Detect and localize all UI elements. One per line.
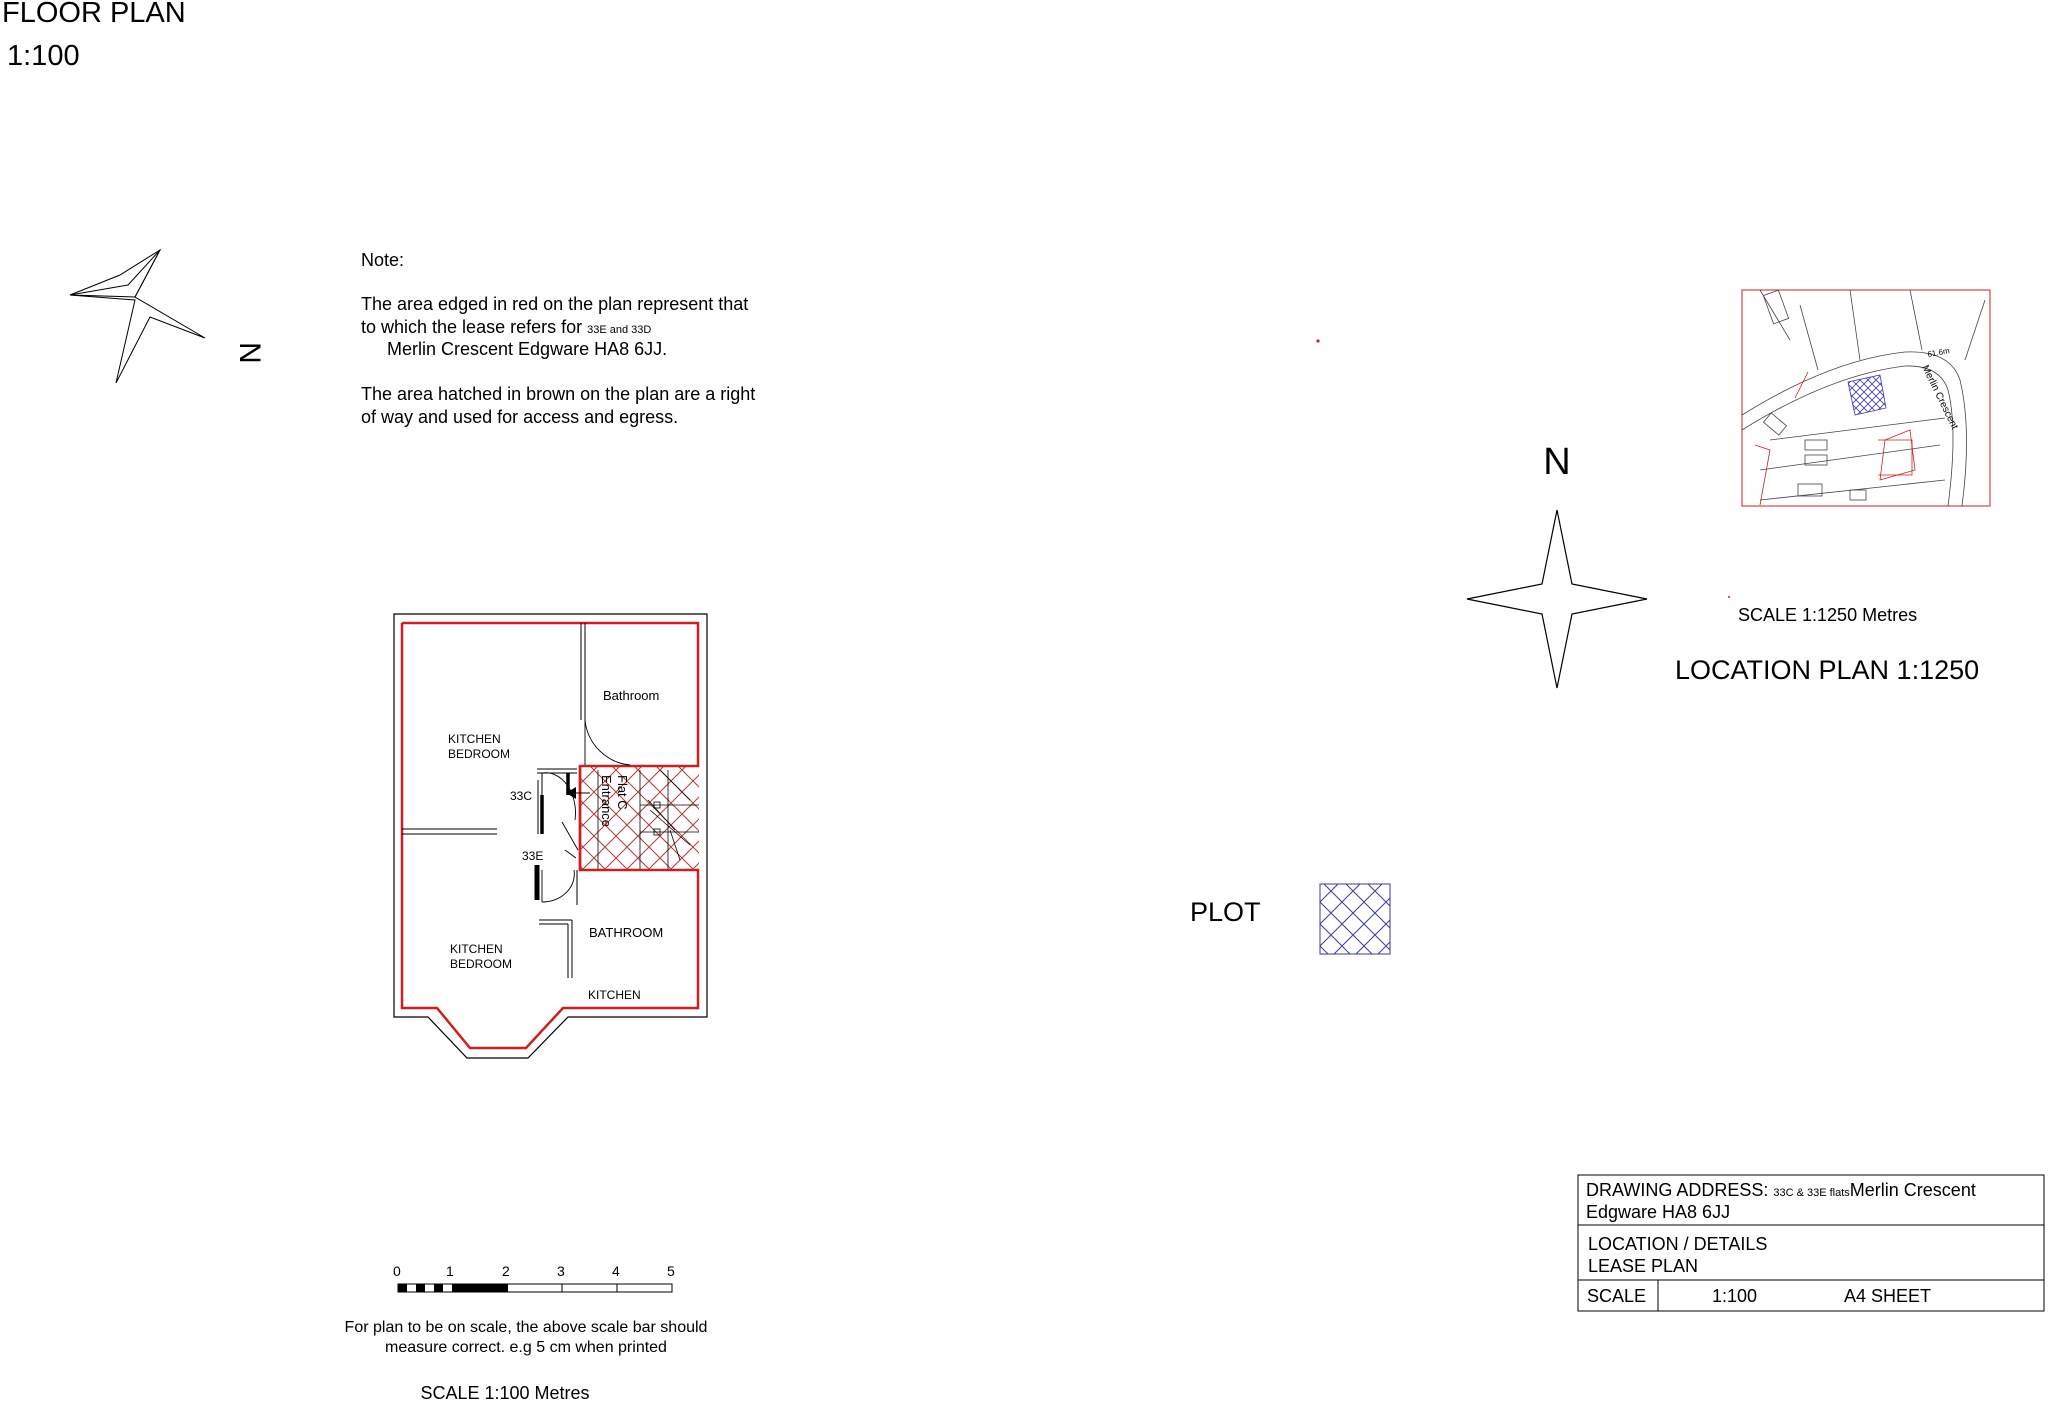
north-arrow-icon [69, 248, 206, 384]
lease-note: Note: The area edged in red on the plan … [361, 250, 755, 427]
scale-note-line-1: For plan to be on scale, the above scale… [345, 1319, 708, 1336]
note-heading: Note: [361, 250, 404, 270]
internal-walls [402, 623, 586, 978]
entrance-label-line-1: Flat C [615, 775, 630, 810]
title-block: DRAWING ADDRESS: 33C & 33E flatsMerlin C… [1577, 1174, 2045, 1312]
room-label-bathroom-lower: BATHROOM [589, 925, 663, 940]
room-label-bedroom-lower: BEDROOM [450, 957, 512, 971]
marker-dot [1316, 339, 1320, 343]
location-plan-title: LOCATION PLAN 1:1250 [1675, 655, 1979, 685]
compass-star-icon [1466, 509, 1648, 689]
room-label-kitchen-lower: KITCHEN [450, 942, 503, 956]
north-label: N [1543, 441, 1570, 483]
room-label-bedroom-upper: BEDROOM [448, 747, 510, 761]
page-scale: 1:100 [7, 40, 80, 72]
marker-dot-small [1728, 596, 1730, 598]
scale-tick-0: 0 [393, 1263, 401, 1279]
note-line-5: of way and used for access and egress. [361, 407, 678, 427]
plot-label: PLOT [1190, 897, 1261, 927]
location-spot-height: 61.6m [1927, 346, 1951, 359]
lease-plan-label: LEASE PLAN [1588, 1256, 1698, 1276]
note-line-1: The area edged in red on the plan repres… [361, 294, 748, 314]
right-of-way-stair-area [580, 767, 699, 870]
scale-tick-5: 5 [667, 1263, 675, 1279]
scale-tick-4: 4 [612, 1263, 620, 1279]
sheet-size: A4 SHEET [1844, 1286, 1931, 1306]
door-swings [541, 719, 631, 903]
plot-hatch-swatch [1319, 883, 1391, 955]
lease-edge-left [400, 623, 700, 1050]
entrance-label: Flat C Entrance [599, 775, 630, 827]
scale-tick-2: 2 [502, 1263, 510, 1279]
staircase [597, 769, 699, 870]
north-label-rotated: N [233, 342, 266, 364]
drawing-address-flats: 33C & 33E flats [1773, 1187, 1850, 1199]
note-line-2-flats: 33E and 33D [587, 324, 651, 336]
note-line-4: The area hatched in brown on the plan ar… [361, 384, 755, 404]
location-map: 61.6m Merlin Crescent [1741, 289, 1991, 507]
entrance-arrow-icon [566, 787, 590, 799]
scale-note-line-2: measure correct. e.g 5 cm when printed [385, 1339, 667, 1356]
note-line-2-main: to which the lease refers for [361, 317, 587, 337]
room-label-kitchen-upper: KITCHEN [448, 732, 501, 746]
room-label-bathroom-upper: Bathroom [603, 688, 659, 703]
scale-bar: 0 1 2 3 4 5 [393, 1263, 675, 1293]
location-details-label: LOCATION / DETAILS [1588, 1234, 1767, 1254]
location-scale-label: SCALE 1:1250 Metres [1738, 605, 1917, 625]
room-label-kitchen: KITCHEN [588, 988, 641, 1002]
title-scale-label: SCALE [1587, 1286, 1646, 1306]
flat-label-33c: 33C [510, 789, 532, 803]
location-plot-hatch [1847, 374, 1887, 416]
scale-tick-3: 3 [557, 1263, 565, 1279]
title-scale-value: 1:100 [1712, 1286, 1757, 1306]
entrance-label-line-2: Entrance [599, 775, 614, 827]
page-title: FLOOR PLAN [2, 0, 186, 29]
drawing-address-street: Merlin Crescent [1850, 1180, 1976, 1200]
floor-plan: Bathroom KITCHEN BEDROOM 33C 33E Flat C … [393, 613, 708, 1059]
outer-wall [393, 613, 708, 1059]
floor-plan-scale-label: SCALE 1:100 Metres [420, 1383, 589, 1402]
flat-label-33e: 33E [522, 849, 543, 863]
note-line-3: Merlin Crescent Edgware HA8 6JJ. [387, 339, 667, 359]
scale-tick-1: 1 [446, 1263, 454, 1279]
drawing-address: DRAWING ADDRESS: 33C & 33E flatsMerlin C… [1586, 1180, 1976, 1200]
note-line-2: to which the lease refers for 33E and 33… [361, 317, 651, 337]
drawing-address-line-2: Edgware HA8 6JJ [1586, 1202, 1730, 1222]
drawing-address-label: DRAWING ADDRESS: [1586, 1180, 1773, 1200]
wall-segments-thick [535, 773, 570, 900]
